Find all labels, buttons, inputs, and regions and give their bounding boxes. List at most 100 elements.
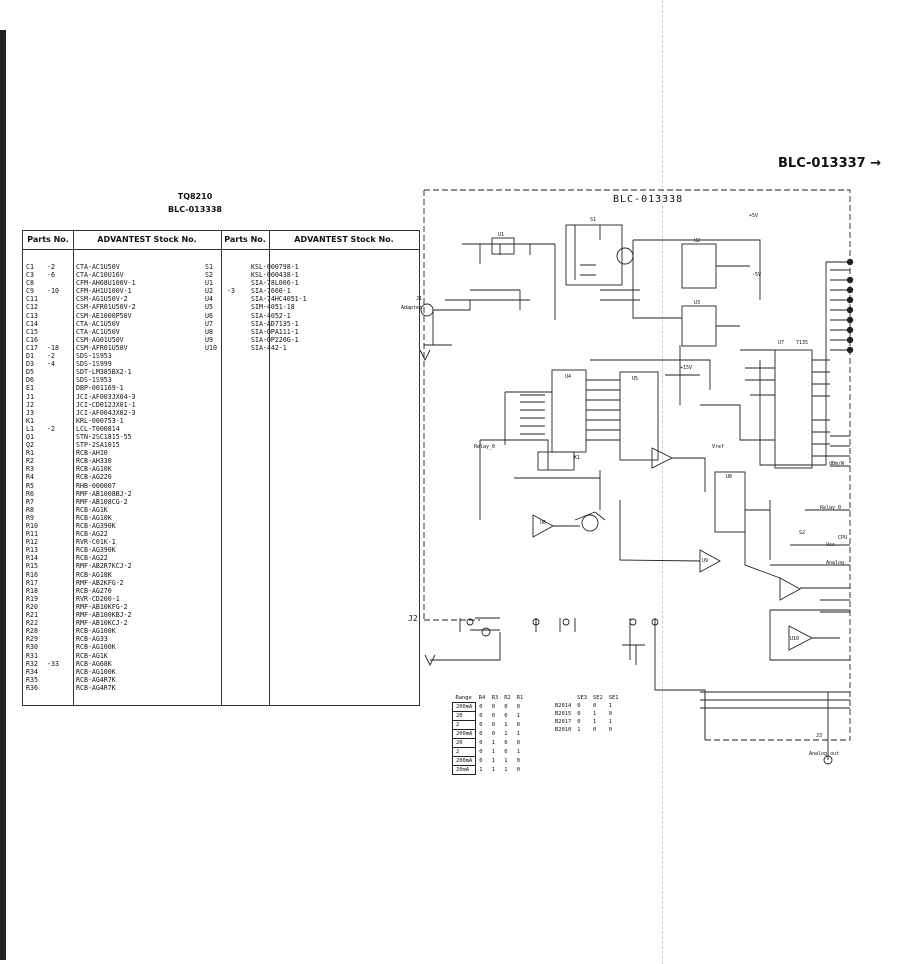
stock-number: RCB-AG1K [76,651,108,660]
part-ref: R14 [26,554,38,563]
part-suffix [47,279,71,287]
stock-number: RMF-AB10KFG-2 [76,602,128,611]
label-u9: U9 [702,558,709,564]
table-cell: 0 [516,758,520,764]
stock-number: RCB-AH330 [76,457,112,466]
part-ref: R20 [26,602,38,611]
part-ref: R16 [26,570,38,579]
part-ref: K1 [26,416,34,425]
stock-number: RCB-AG100K [76,667,116,676]
part-suffix [47,401,71,409]
stock-number: CTA-AC1U50V [76,327,120,336]
stock-number: RCB-AG22 [76,530,108,539]
part-ref: S1 [205,263,213,271]
part-suffix [47,652,71,660]
part-suffix [47,409,71,417]
part-suffix [47,336,71,344]
part-suffix: -18 [47,343,59,352]
stock-number: CSM-AFR01U50V-2 [76,303,136,312]
table-cell: 0 [479,758,483,764]
table-cell: 0 [479,749,483,755]
part-ref: L1 [26,424,34,433]
stock-number: KSL-000438-1 [251,271,299,280]
part-ref: U7 [205,319,213,328]
stock-number: RHB-000007 [76,481,116,490]
part-suffix [227,295,249,303]
part-ref: C13 [26,311,38,320]
part-suffix [47,482,71,490]
part-suffix [47,668,71,676]
part-ref: J3 [26,408,34,417]
stock-number: LCL-T000814 [76,424,120,433]
stock-number: SIA-AD7135-1 [251,319,299,328]
part-suffix [227,279,249,287]
part-ref: C9 [26,287,34,296]
part-ref: R17 [26,578,38,587]
label-cpu: CPU [838,535,848,541]
label-minus5v: -5V [752,272,762,278]
table-cell: 20 [451,711,477,721]
part-suffix: -2 [47,263,55,271]
label-k1: K1 [574,455,581,461]
label-7135: 7135 [796,340,809,346]
part-suffix [47,417,71,425]
table-cell: 0 [504,713,508,719]
stock-number: SDT-LM385BX2-1 [76,368,132,377]
table-cell: 1 [504,767,508,773]
part-ref: R5 [26,481,34,490]
part-ref: R12 [26,538,38,547]
part-suffix [227,344,249,352]
stock-number: CFM-AH1U100V-1 [76,287,132,296]
part-suffix [227,328,249,336]
part-suffix [47,498,71,506]
table-cell: 200mA [451,756,477,766]
part-suffix [47,328,71,336]
stock-number: SIA-OPA111-1 [251,327,299,336]
stock-number: RMF-AB108CG-2 [76,497,128,506]
part-ref: E1 [26,384,34,393]
table-cell: 0 [516,767,520,773]
part-ref: Q1 [26,432,34,441]
part-ref: C17 [26,343,38,352]
table-cell: 2 [451,720,477,730]
stock-number: KRL-000753-1 [76,416,124,425]
table-cell: 1 [592,719,597,725]
table-cell: 0 [516,722,520,728]
part-ref: R36 [26,683,38,692]
table-header-cell: SE2 [592,695,603,701]
stock-number: RCB-AG68K [76,659,112,668]
table-cell: 0 [577,711,581,717]
stock-number: STP-2SA1015 [76,441,120,450]
part-ref: R13 [26,546,38,555]
table-cell: 0 [479,713,483,719]
part-suffix [47,433,71,441]
table-cell: 0 [479,731,483,737]
part-suffix: -10 [47,287,59,296]
part-suffix [47,611,71,619]
part-suffix: -3 [227,287,235,296]
stock-number: CTA-AC1U50V [76,319,120,328]
part-ref: R19 [26,594,38,603]
part-suffix [47,457,71,465]
stock-number: SDS-1S999 [76,360,112,369]
stock-number: SDS-1S953 [76,352,112,361]
label-u5: U5 [632,376,639,382]
part-suffix [47,376,71,384]
stock-number: RMF-AB1008BJ-2 [76,489,132,498]
part-ref: R10 [26,522,38,530]
table-cell: 1 [491,758,495,764]
table-header-cell: SE1 [608,695,619,701]
label-plus15v: +15V [680,365,693,371]
part-suffix [47,554,71,562]
table-cell: 0 [516,740,520,746]
label-u3: U3 [694,300,701,306]
